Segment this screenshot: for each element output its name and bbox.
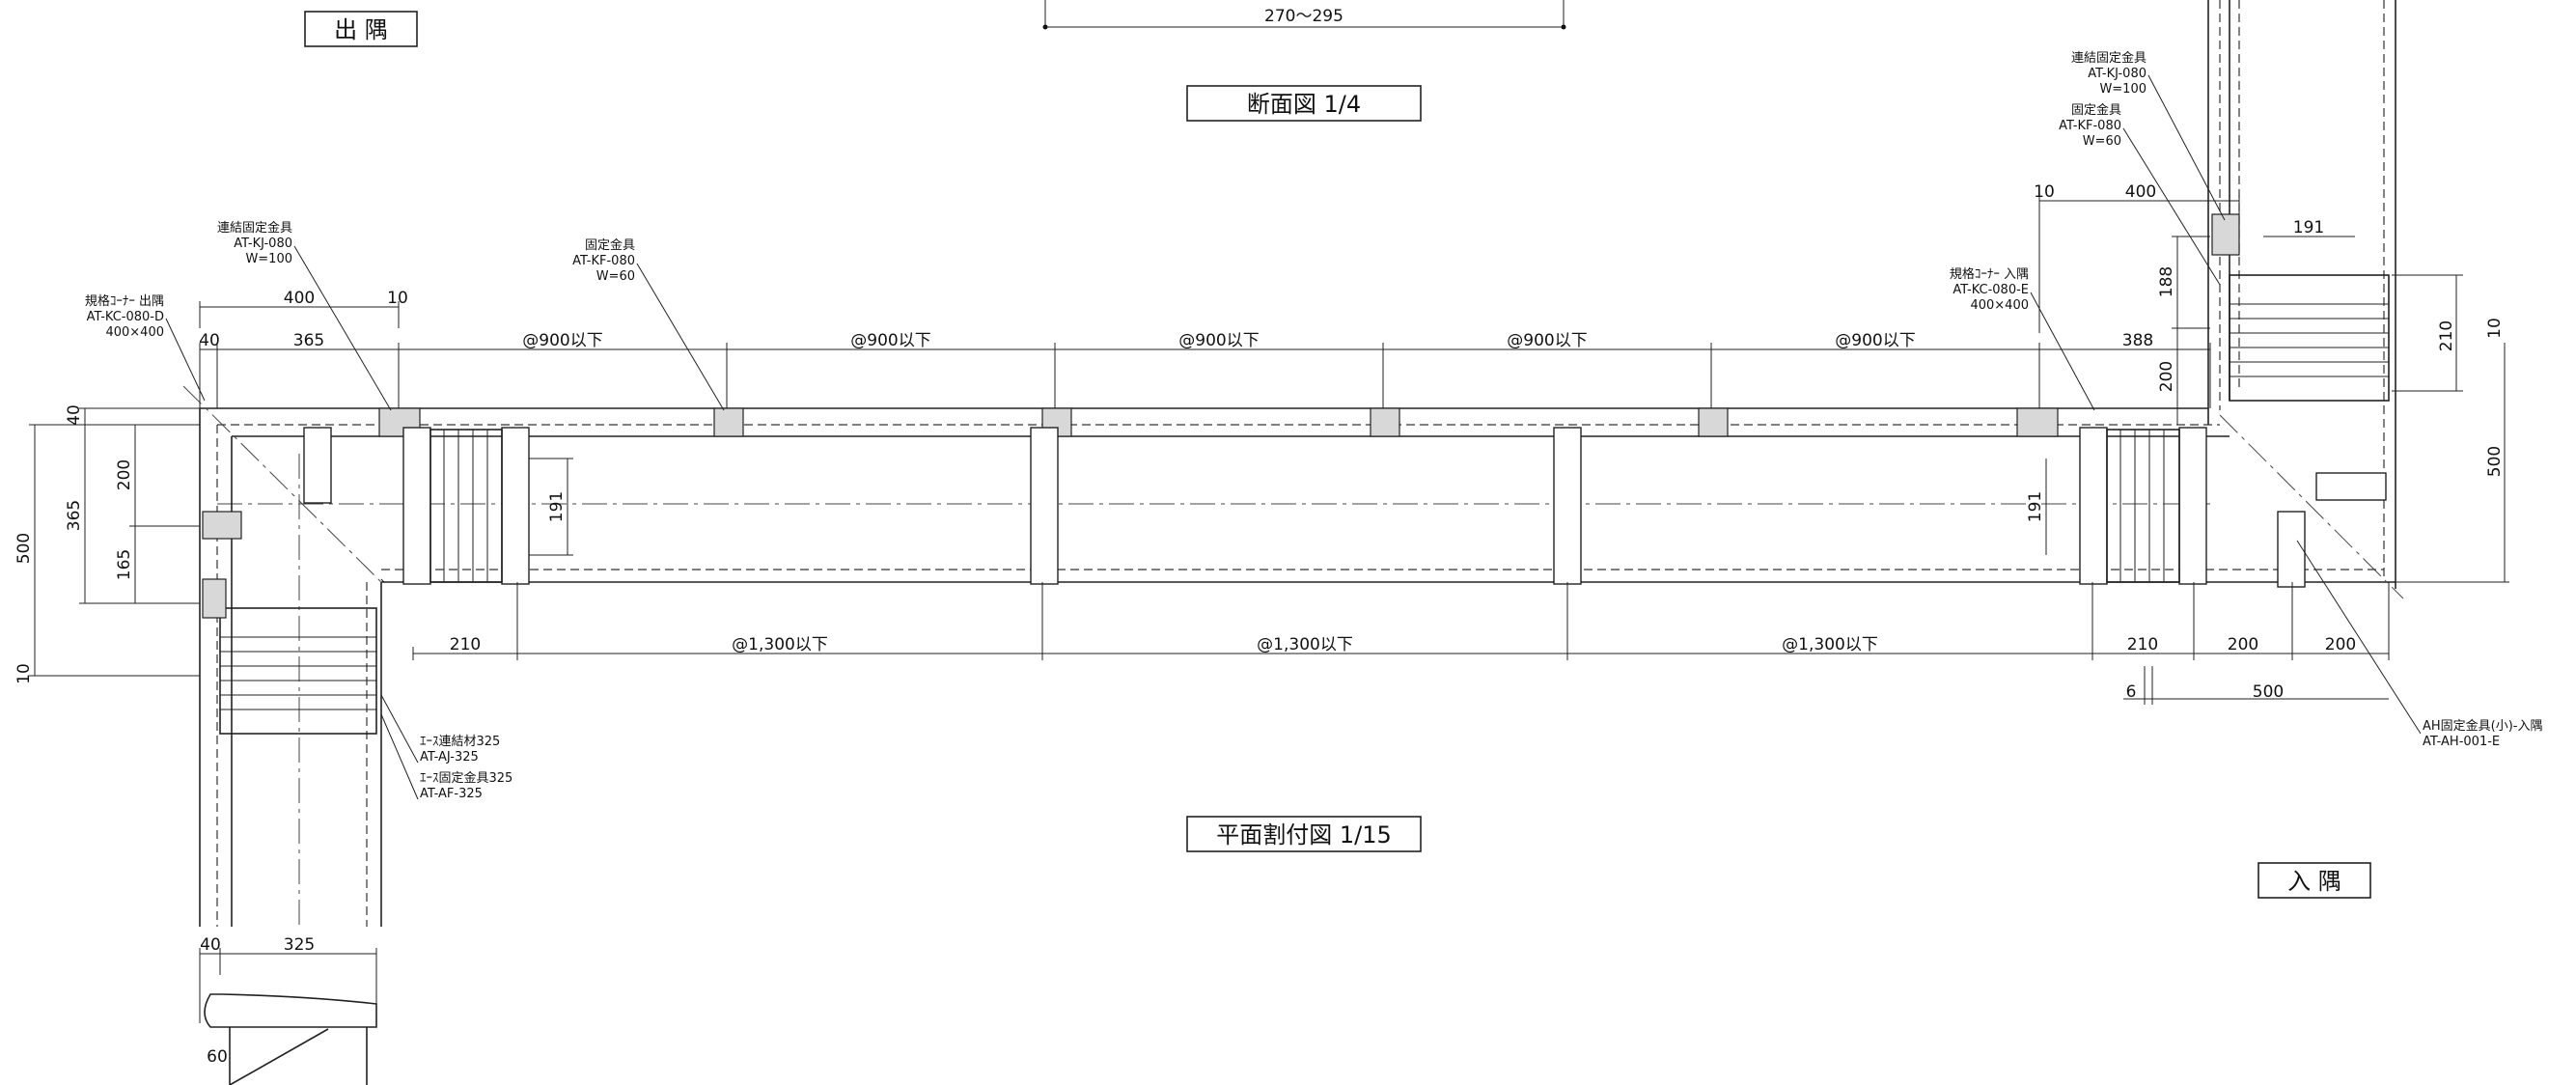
svg-text:200: 200 <box>115 459 134 490</box>
svg-text:ｴｰｽ連結材325: ｴｰｽ連結材325 <box>420 735 500 749</box>
svg-text:40: 40 <box>65 404 84 426</box>
svg-text:191: 191 <box>2293 218 2324 237</box>
svg-text:365: 365 <box>65 500 84 531</box>
svg-text:191: 191 <box>2026 491 2045 522</box>
svg-text:200: 200 <box>2157 361 2176 392</box>
svg-text:入 隅: 入 隅 <box>2287 868 2341 895</box>
svg-text:断面図 1/4: 断面図 1/4 <box>1247 91 1361 118</box>
svg-text:連結固定金具: 連結固定金具 <box>217 220 292 236</box>
left-dimensions: 500 40 365 200 165 10 191 <box>14 404 573 684</box>
section-title: 断面図 1/4 <box>1186 85 1422 122</box>
section-detail: 40 325 60 <box>199 935 377 1085</box>
svg-text:191: 191 <box>547 491 567 522</box>
svg-text:@1,300以下: @1,300以下 <box>732 635 828 654</box>
svg-text:400: 400 <box>284 289 315 308</box>
left-wall <box>199 408 382 927</box>
right-dimensions: 188 200 210 10 500 191 <box>2026 236 2509 583</box>
svg-text:10: 10 <box>2034 182 2055 202</box>
left-slat-stack <box>202 511 377 735</box>
section-top-fragment: 270～295 <box>1042 0 1566 30</box>
bottom-dimensions: 210 @1,300以下 @1,300以下 @1,300以下 210 200 2… <box>412 582 2390 705</box>
svg-text:@900以下: @900以下 <box>850 331 930 350</box>
svg-text:400×400: 400×400 <box>105 325 164 340</box>
svg-text:@900以下: @900以下 <box>522 331 602 350</box>
svg-text:388: 388 <box>2122 331 2153 350</box>
outer-corner-title: 出 隅 <box>304 11 418 47</box>
svg-text:AT-AF-325: AT-AF-325 <box>420 787 483 801</box>
svg-text:AT-KC-080-D: AT-KC-080-D <box>87 310 164 324</box>
svg-text:@900以下: @900以下 <box>1835 331 1915 350</box>
svg-text:500: 500 <box>2253 682 2284 702</box>
svg-text:165: 165 <box>115 549 134 580</box>
svg-text:200: 200 <box>2228 635 2258 654</box>
main-run-outline <box>200 407 2396 583</box>
top-dimensions: 40 365 @900以下 @900以下 @900以下 @900以下 @900以… <box>199 182 2355 408</box>
top-brackets <box>378 407 2059 437</box>
svg-text:40: 40 <box>199 331 220 350</box>
svg-text:6: 6 <box>2126 682 2137 702</box>
svg-text:60: 60 <box>207 1047 228 1067</box>
svg-text:W=100: W=100 <box>245 252 292 266</box>
svg-text:連結固定金具: 連結固定金具 <box>2071 50 2147 66</box>
svg-text:AT-KF-080: AT-KF-080 <box>572 254 635 268</box>
svg-text:AT-AJ-325: AT-AJ-325 <box>420 750 479 765</box>
svg-text:500: 500 <box>14 533 34 564</box>
svg-text:規格ｺｰﾅｰ 出隅: 規格ｺｰﾅｰ 出隅 <box>85 293 164 309</box>
rail-posts <box>303 427 2306 588</box>
svg-text:W=60: W=60 <box>596 269 635 284</box>
svg-text:W=100: W=100 <box>2099 82 2147 97</box>
svg-text:210: 210 <box>450 635 481 654</box>
plan-title: 平面割付図 1/15 <box>1186 816 1422 852</box>
note-corner-out: 規格ｺｰﾅｰ 出隅 AT-KC-080-D 400×400 <box>85 293 206 402</box>
note-ah-fix: AH固定金具(小)-入隅 AT-AH-001-E <box>2296 540 2543 749</box>
svg-text:210: 210 <box>2127 635 2158 654</box>
svg-text:210: 210 <box>2437 320 2456 351</box>
svg-text:365: 365 <box>293 331 324 350</box>
inner-corner-title: 入 隅 <box>2257 862 2371 899</box>
svg-text:400: 400 <box>2125 182 2156 202</box>
svg-text:ｴｰｽ固定金具325: ｴｰｽ固定金具325 <box>420 770 512 786</box>
note-ace-parts: ｴｰｽ連結材325 AT-AJ-325 ｴｰｽ固定金具325 AT-AF-325 <box>380 694 512 801</box>
dim-top-range: 270～295 <box>1264 7 1343 26</box>
svg-text:400×400: 400×400 <box>1970 298 2029 313</box>
svg-text:188: 188 <box>2157 266 2176 297</box>
svg-text:AT-AH-001-E: AT-AH-001-E <box>2423 735 2500 749</box>
svg-text:固定金具: 固定金具 <box>2071 102 2121 118</box>
svg-text:W=60: W=60 <box>2083 134 2121 149</box>
svg-text:平面割付図 1/15: 平面割付図 1/15 <box>1216 821 1392 849</box>
svg-text:AT-KJ-080: AT-KJ-080 <box>234 236 292 251</box>
note-corner-in: 規格ｺｰﾅｰ 入隅 AT-KC-080-E 400×400 <box>1950 266 2095 411</box>
svg-text:@900以下: @900以下 <box>1178 331 1259 350</box>
svg-text:AT-KJ-080: AT-KJ-080 <box>2088 67 2147 81</box>
right-slat-stack <box>2211 213 2390 501</box>
svg-text:10: 10 <box>387 289 408 308</box>
svg-text:@1,300以下: @1,300以下 <box>1782 635 1878 654</box>
svg-text:AT-KF-080: AT-KF-080 <box>2059 119 2121 133</box>
svg-text:AT-KC-080-E: AT-KC-080-E <box>1953 283 2029 297</box>
svg-text:325: 325 <box>284 935 315 955</box>
svg-text:10: 10 <box>14 663 34 684</box>
svg-text:10: 10 <box>2485 318 2505 339</box>
note-fix-left: 固定金具 AT-KF-080 W=60 <box>572 237 725 411</box>
svg-text:出 隅: 出 隅 <box>334 16 388 43</box>
svg-text:規格ｺｰﾅｰ 入隅: 規格ｺｰﾅｰ 入隅 <box>1950 266 2029 282</box>
svg-text:@1,300以下: @1,300以下 <box>1257 635 1353 654</box>
svg-text:40: 40 <box>200 935 221 955</box>
note-joint-left: 連結固定金具 AT-KJ-080 W=100 <box>217 220 392 411</box>
svg-text:AH固定金具(小)-入隅: AH固定金具(小)-入隅 <box>2423 718 2543 734</box>
svg-text:500: 500 <box>2485 446 2505 477</box>
svg-text:@900以下: @900以下 <box>1507 331 1587 350</box>
svg-text:200: 200 <box>2325 635 2356 654</box>
note-joint-right: 連結固定金具 AT-KJ-080 W=100 <box>2071 50 2226 221</box>
corner-diagonals <box>182 385 2404 599</box>
note-fix-right: 固定金具 AT-KF-080 W=60 <box>2059 102 2221 286</box>
svg-text:固定金具: 固定金具 <box>585 237 635 253</box>
